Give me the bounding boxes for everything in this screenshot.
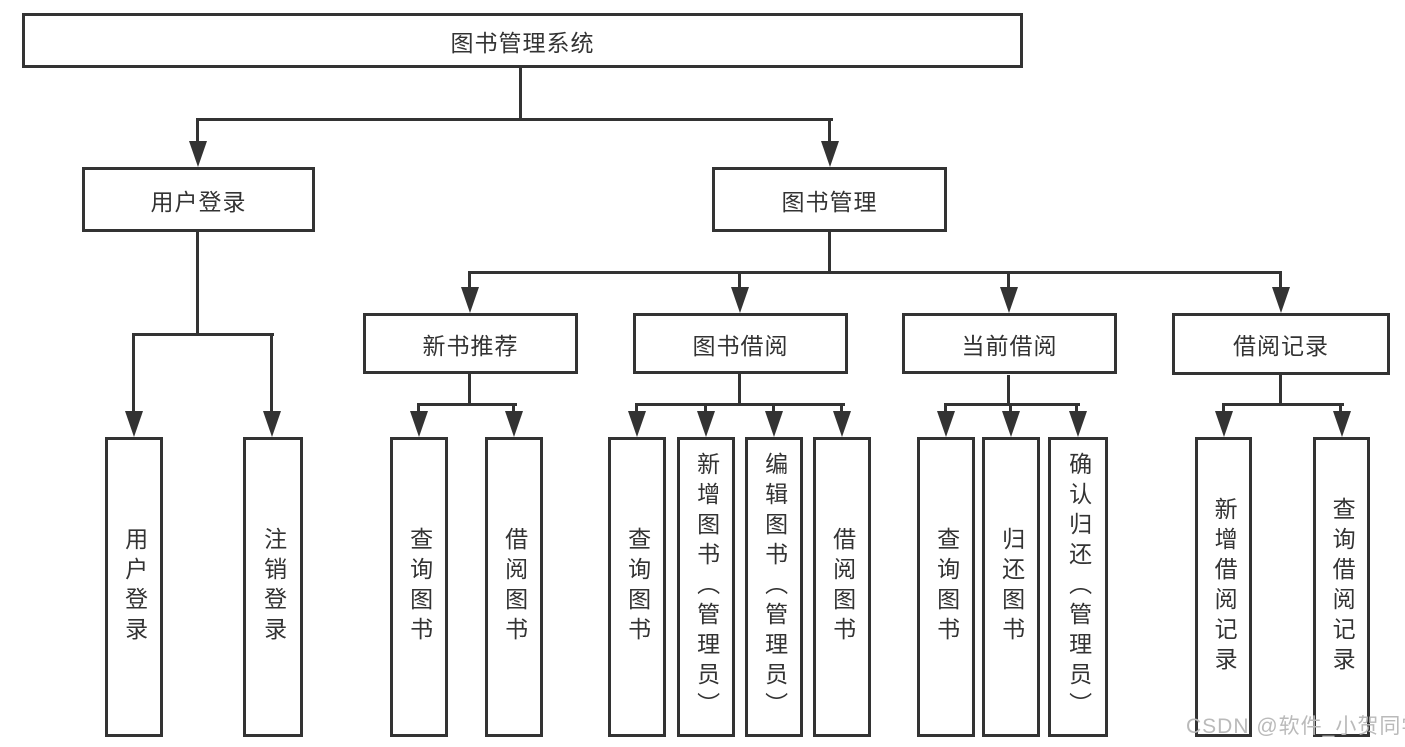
- node-new-book-recommend-label: 新书推荐: [422, 332, 519, 359]
- connector-arrowhead: [731, 287, 749, 313]
- connector-line: [196, 118, 199, 148]
- connector-arrowhead: [410, 411, 428, 437]
- connector-line: [1007, 375, 1010, 406]
- watermark-text: CSDN @软件_小贺同学: [1186, 715, 1405, 738]
- node-book-management-label: 图书管理: [781, 188, 878, 215]
- connector-arrowhead: [833, 411, 851, 437]
- connector-line: [828, 118, 831, 148]
- node-root-label: 图书管理系统: [450, 29, 595, 56]
- node-user-login: 用户登录: [82, 167, 315, 232]
- connector-line: [1007, 271, 1010, 291]
- connector-arrowhead: [1215, 411, 1233, 437]
- leaf-add-book-admin: 新增图书（管理员）: [677, 437, 735, 737]
- connector-line: [828, 232, 831, 274]
- leaf-borrow-books-recommend-label: 借阅图书: [501, 527, 528, 647]
- leaf-edit-book-admin-label: 编辑图书（管理员）: [761, 452, 788, 722]
- connector-arrowhead: [821, 141, 839, 167]
- connector-line: [417, 403, 517, 406]
- connector-line: [635, 403, 638, 415]
- leaf-query-books-borrow: 查询图书: [608, 437, 666, 737]
- connector-arrowhead: [263, 411, 281, 437]
- leaf-add-borrow-record-label: 新增借阅记录: [1211, 497, 1238, 677]
- connector-line: [468, 271, 471, 291]
- connector-arrowhead: [628, 411, 646, 437]
- node-current-borrow-label: 当前借阅: [961, 332, 1058, 359]
- leaf-query-books-current-label: 查询图书: [933, 527, 960, 647]
- leaf-query-books-recommend: 查询图书: [390, 437, 448, 737]
- node-book-borrow-label: 图书借阅: [692, 332, 789, 359]
- connector-line: [417, 403, 420, 415]
- leaf-add-book-admin-label: 新增图书（管理员）: [693, 452, 720, 722]
- connector-line: [704, 403, 707, 415]
- connector-line: [1339, 403, 1342, 415]
- node-book-borrow: 图书借阅: [633, 313, 848, 374]
- leaf-logout: 注销登录: [243, 437, 303, 737]
- connector-line: [738, 271, 741, 291]
- leaf-logout-label: 注销登录: [260, 527, 287, 647]
- leaf-confirm-return-admin-label: 确认归还（管理员）: [1065, 452, 1092, 722]
- connector-line: [772, 403, 775, 415]
- connector-line: [635, 403, 845, 406]
- node-current-borrow: 当前借阅: [902, 313, 1117, 374]
- connector-line: [196, 118, 833, 121]
- leaf-return-books: 归还图书: [982, 437, 1040, 737]
- node-new-book-recommend: 新书推荐: [363, 313, 578, 374]
- leaf-query-borrow-record-label: 查询借阅记录: [1329, 497, 1356, 677]
- leaf-query-borrow-record: 查询借阅记录: [1313, 437, 1370, 737]
- connector-arrowhead: [505, 411, 523, 437]
- connector-line: [270, 333, 273, 413]
- connector-arrowhead: [1000, 287, 1018, 313]
- leaf-query-books-borrow-label: 查询图书: [624, 527, 651, 647]
- node-book-management: 图书管理: [712, 167, 947, 232]
- connector-arrowhead: [125, 411, 143, 437]
- connector-line: [1279, 271, 1282, 291]
- node-borrow-records-label: 借阅记录: [1233, 333, 1329, 359]
- connector-line: [944, 403, 947, 415]
- leaf-return-books-label: 归还图书: [998, 527, 1025, 647]
- connector-line: [468, 374, 471, 406]
- connector-line: [519, 68, 522, 120]
- leaf-query-books-recommend-label: 查询图书: [406, 527, 433, 647]
- leaf-add-borrow-record: 新增借阅记录: [1195, 437, 1252, 737]
- leaf-confirm-return-admin: 确认归还（管理员）: [1048, 437, 1108, 737]
- connector-arrowhead: [765, 411, 783, 437]
- leaf-user-login-label: 用户登录: [121, 527, 148, 647]
- connector-arrowhead: [1002, 411, 1020, 437]
- connector-line: [1279, 375, 1282, 406]
- connector-arrowhead: [937, 411, 955, 437]
- connector-arrowhead: [1069, 411, 1087, 437]
- connector-line: [738, 374, 741, 406]
- connector-line: [1075, 403, 1078, 415]
- connector-arrowhead: [697, 411, 715, 437]
- leaf-user-login: 用户登录: [105, 437, 163, 737]
- connector-arrowhead: [189, 141, 207, 167]
- connector-line: [132, 333, 135, 413]
- leaf-borrow-books-recommend: 借阅图书: [485, 437, 543, 737]
- leaf-borrow-books: 借阅图书: [813, 437, 871, 737]
- leaf-query-books-current: 查询图书: [917, 437, 975, 737]
- node-borrow-records: 借阅记录: [1172, 313, 1390, 375]
- node-root: 图书管理系统: [22, 13, 1023, 68]
- connector-line: [468, 271, 1282, 274]
- connector-line: [132, 333, 274, 336]
- node-user-login-label: 用户登录: [150, 188, 247, 215]
- connector-line: [196, 232, 199, 336]
- leaf-borrow-books-label: 借阅图书: [829, 527, 856, 647]
- connector-line: [840, 403, 843, 415]
- connector-line: [1009, 403, 1012, 415]
- connector-line: [512, 403, 515, 415]
- connector-line: [1222, 403, 1344, 406]
- connector-arrowhead: [1272, 287, 1290, 313]
- connector-arrowhead: [461, 287, 479, 313]
- connector-line: [944, 403, 1080, 406]
- leaf-edit-book-admin: 编辑图书（管理员）: [745, 437, 803, 737]
- connector-line: [1222, 403, 1225, 415]
- connector-arrowhead: [1333, 411, 1351, 437]
